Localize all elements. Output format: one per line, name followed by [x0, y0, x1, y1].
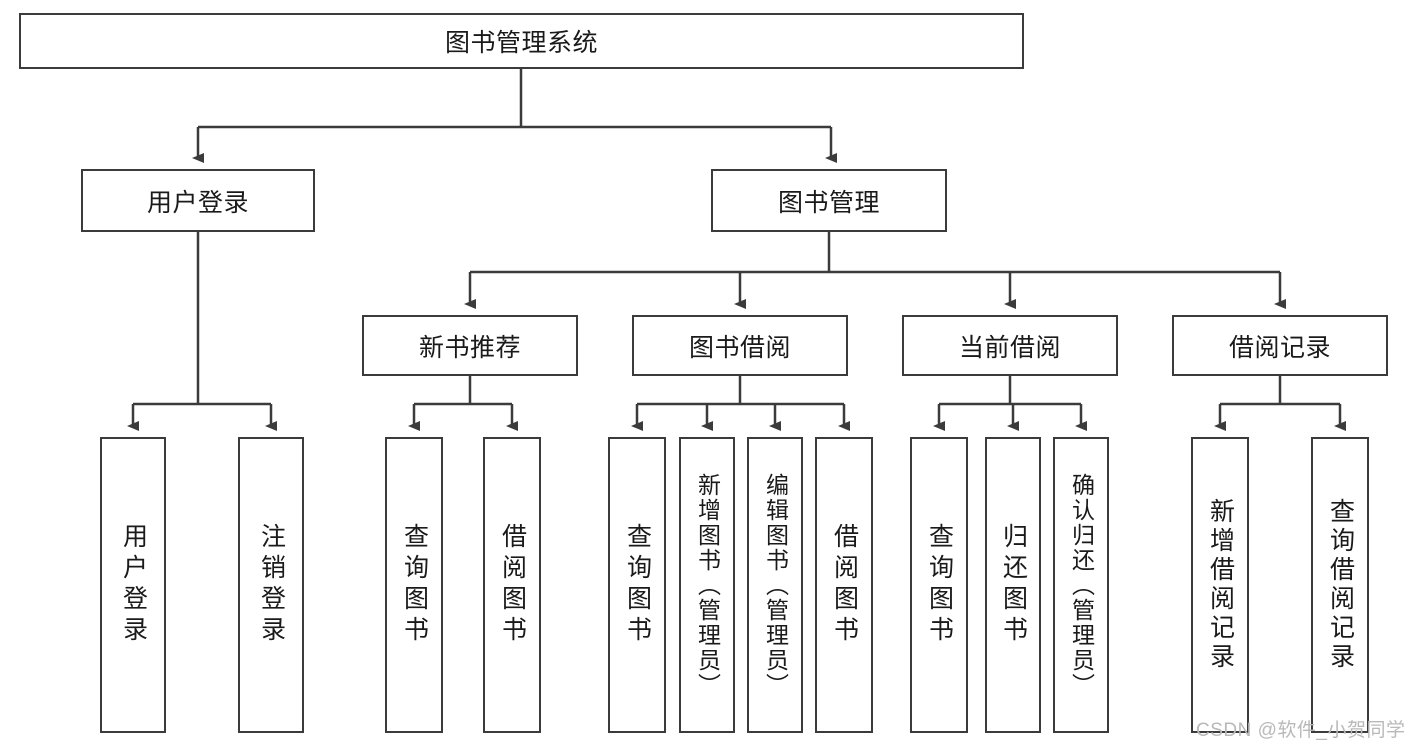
leaf-query-book-borrow[interactable]: 查询图书 [608, 437, 666, 733]
leaf-query-book-recommend[interactable]: 查询图书 [385, 437, 443, 733]
leaf-query-borrow-record[interactable]: 查询借阅记录 [1311, 437, 1369, 733]
leaf-return-book-label: 归还图书 [999, 523, 1028, 647]
leaf-query-borrow-record-label: 查询借阅记录 [1326, 498, 1355, 672]
leaf-borrow-book-label: 借阅图书 [830, 523, 859, 647]
leaf-user-login-label: 用户登录 [119, 523, 148, 647]
leaf-query-book-borrow-label: 查询图书 [623, 523, 652, 647]
leaf-edit-book-admin-label: 编辑图书（管理员） [762, 472, 789, 698]
leaf-return-book[interactable]: 归还图书 [985, 437, 1041, 733]
leaf-user-login[interactable]: 用户登录 [100, 437, 166, 733]
leaf-confirm-return-admin-label: 确认归还（管理员） [1068, 472, 1095, 698]
leaf-borrow-book-recommend[interactable]: 借阅图书 [483, 437, 541, 733]
node-book-management[interactable]: 图书管理 [711, 169, 947, 232]
node-book-borrow[interactable]: 图书借阅 [632, 315, 848, 376]
node-book-management-label: 图书管理 [777, 188, 880, 217]
node-root[interactable]: 图书管理系统 [19, 13, 1024, 69]
node-current-borrow[interactable]: 当前借阅 [902, 315, 1118, 376]
leaf-add-book-admin[interactable]: 新增图书（管理员） [679, 437, 735, 733]
leaf-add-borrow-record-label: 新增借阅记录 [1206, 498, 1235, 672]
node-book-borrow-label: 图书借阅 [688, 333, 791, 362]
leaf-logout[interactable]: 注销登录 [238, 437, 304, 733]
leaf-query-book-recommend-label: 查询图书 [400, 523, 429, 647]
node-borrow-record[interactable]: 借阅记录 [1172, 315, 1388, 376]
leaf-query-book-current[interactable]: 查询图书 [910, 437, 968, 733]
leaf-logout-label: 注销登录 [257, 523, 286, 647]
leaf-borrow-book[interactable]: 借阅图书 [815, 437, 873, 733]
node-user-login[interactable]: 用户登录 [81, 169, 315, 232]
leaf-borrow-book-recommend-label: 借阅图书 [498, 523, 527, 647]
node-borrow-record-label: 借阅记录 [1228, 333, 1331, 362]
leaf-confirm-return-admin[interactable]: 确认归还（管理员） [1053, 437, 1109, 733]
leaf-query-book-current-label: 查询图书 [925, 523, 954, 647]
node-new-book-recommend-label: 新书推荐 [418, 333, 521, 362]
leaf-edit-book-admin[interactable]: 编辑图书（管理员） [747, 437, 803, 733]
node-current-borrow-label: 当前借阅 [958, 333, 1061, 362]
node-root-label: 图书管理系统 [444, 29, 598, 57]
node-new-book-recommend[interactable]: 新书推荐 [362, 315, 578, 376]
leaf-add-borrow-record[interactable]: 新增借阅记录 [1191, 437, 1249, 733]
node-user-login-label: 用户登录 [146, 188, 249, 217]
csdn-watermark: CSDN @软件_小贺同学 [1196, 720, 1405, 741]
leaf-add-book-admin-label: 新增图书（管理员） [694, 472, 721, 698]
